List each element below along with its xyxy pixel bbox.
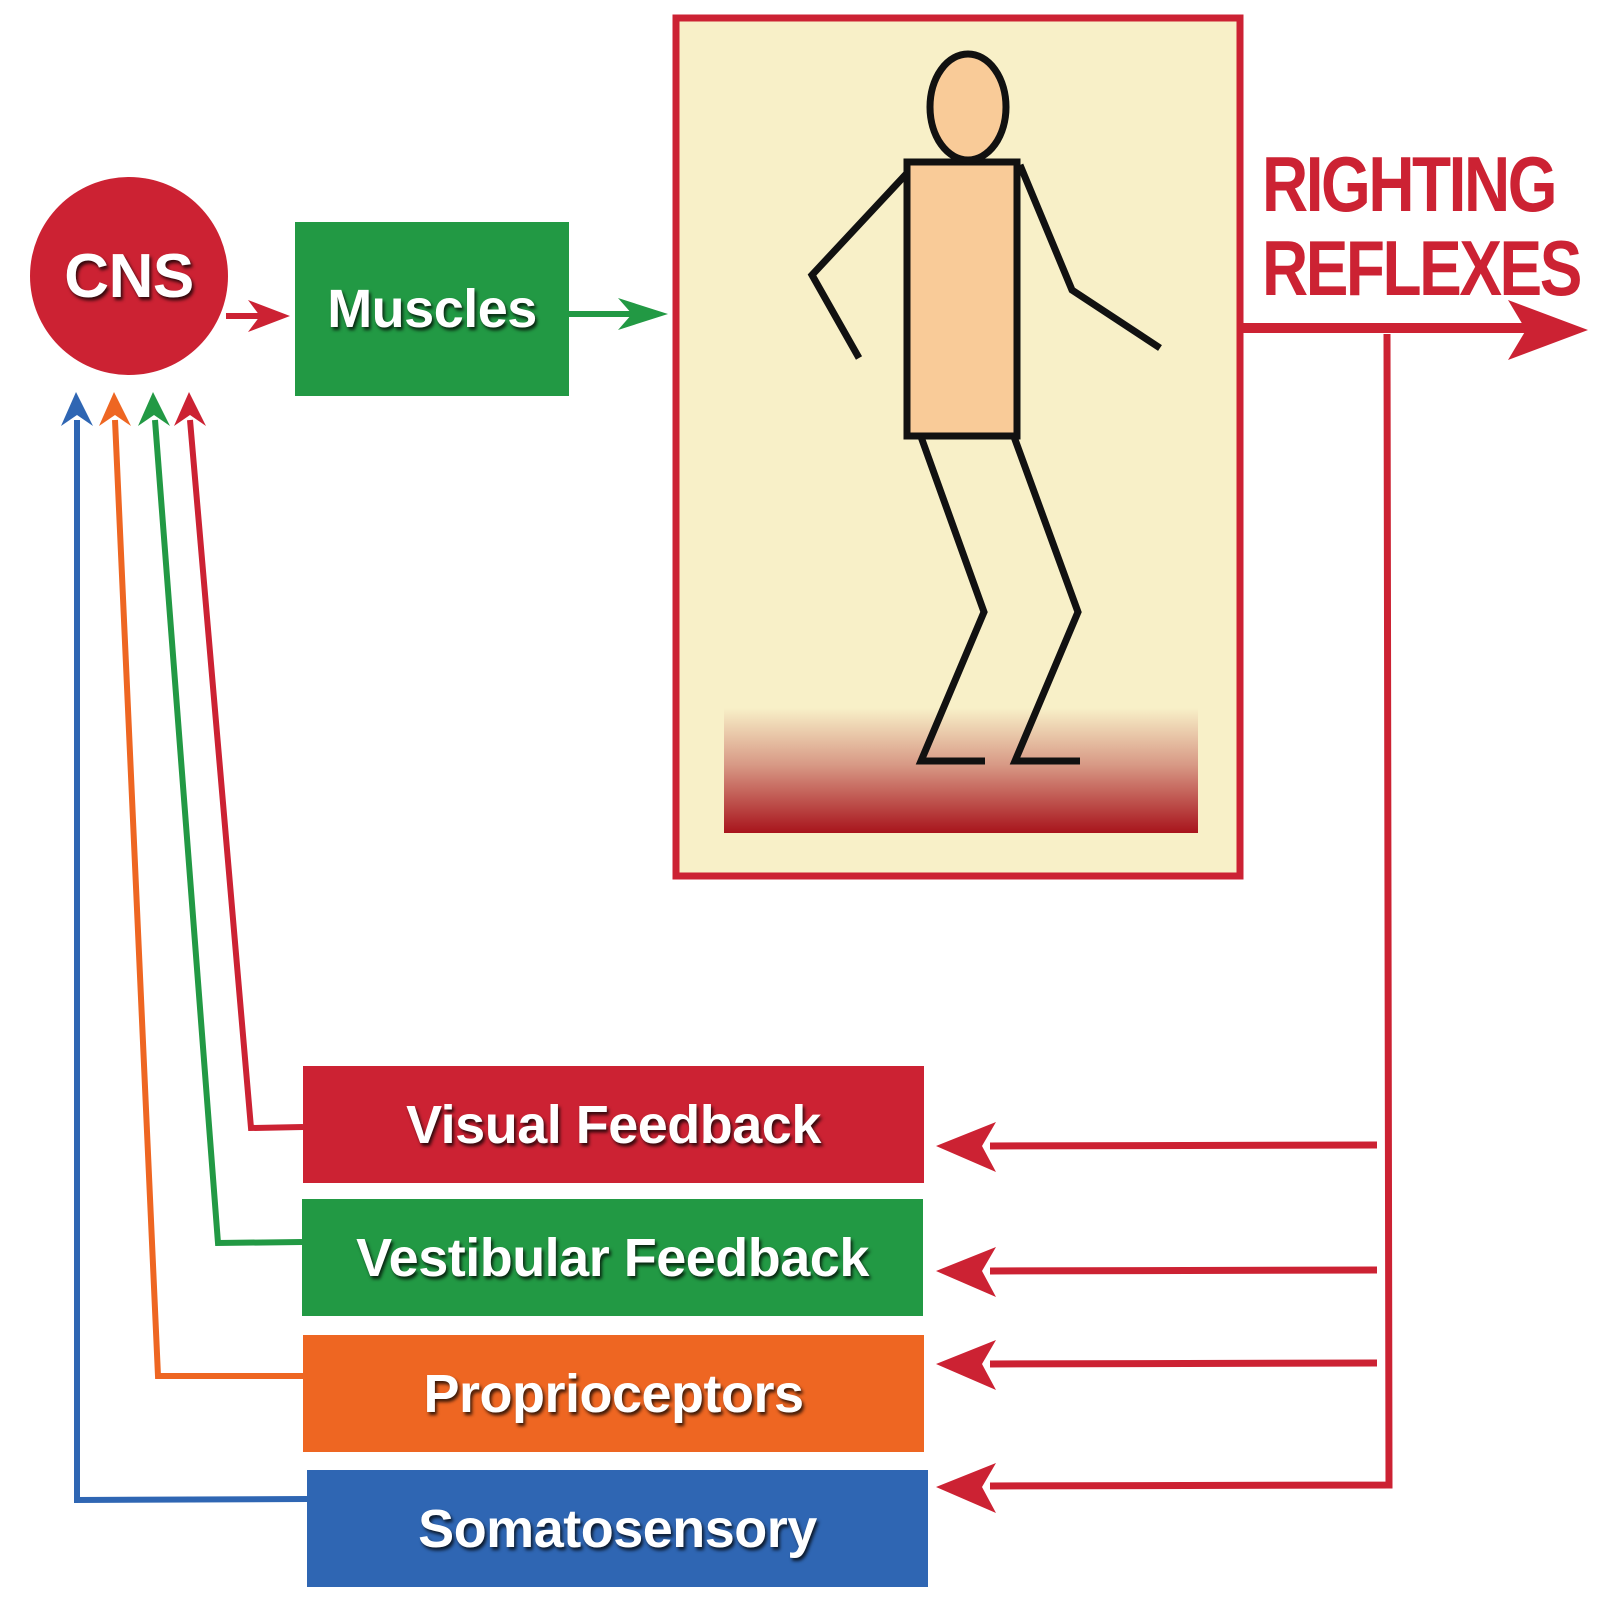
- visual-feedback-label: Visual Feedback: [406, 1094, 821, 1155]
- arrow-cns-to-muscles: [226, 300, 290, 332]
- arrowhead-somatosensory: [936, 1463, 996, 1513]
- proprioceptors-label: Proprioceptors: [423, 1363, 804, 1424]
- muscles-label: Muscles: [327, 279, 537, 339]
- return-line-proprioceptors: [99, 392, 303, 1379]
- feedback-input-arrowheads: [936, 1122, 996, 1513]
- righting-label-line1: RIGHTING: [1262, 140, 1557, 228]
- arrow-muscles-to-body: [569, 298, 668, 330]
- floor-surface: [724, 708, 1198, 833]
- righting-label-line2: REFLEXES: [1262, 224, 1582, 312]
- left-arm: [807, 168, 912, 360]
- return-line-visual: [174, 392, 304, 1132]
- return-line-vestibular: [138, 392, 303, 1247]
- cns-node: CNS: [30, 177, 228, 375]
- cns-label: CNS: [64, 241, 194, 311]
- arrowhead-vestibular: [936, 1247, 996, 1297]
- return-line-somatosensory: [61, 392, 308, 1504]
- muscles-node: Muscles: [295, 222, 569, 396]
- vestibular-feedback-label: Vestibular Feedback: [356, 1227, 869, 1288]
- standing-stick-figure-icon: [807, 50, 1162, 765]
- arrowhead-proprioceptors: [936, 1340, 996, 1390]
- somatosensory-label: Somatosensory: [418, 1498, 817, 1559]
- head: [926, 50, 1010, 164]
- torso: [903, 158, 1021, 440]
- right-arm: [1016, 163, 1162, 351]
- vestibular-feedback-box: Vestibular Feedback: [302, 1199, 923, 1316]
- arrowhead-visual: [936, 1122, 996, 1172]
- right-leg: [1009, 432, 1082, 765]
- arrow-righting-output: [1240, 300, 1588, 360]
- somatosensory-box: Somatosensory: [307, 1470, 928, 1587]
- visual-feedback-box: Visual Feedback: [303, 1066, 924, 1183]
- left-leg: [915, 432, 988, 765]
- righting-reflexes-label: RIGHTING REFLEXES: [1262, 140, 1582, 312]
- proprioceptors-box: Proprioceptors: [303, 1335, 924, 1452]
- feedback-distribution-lines: [989, 333, 1393, 1490]
